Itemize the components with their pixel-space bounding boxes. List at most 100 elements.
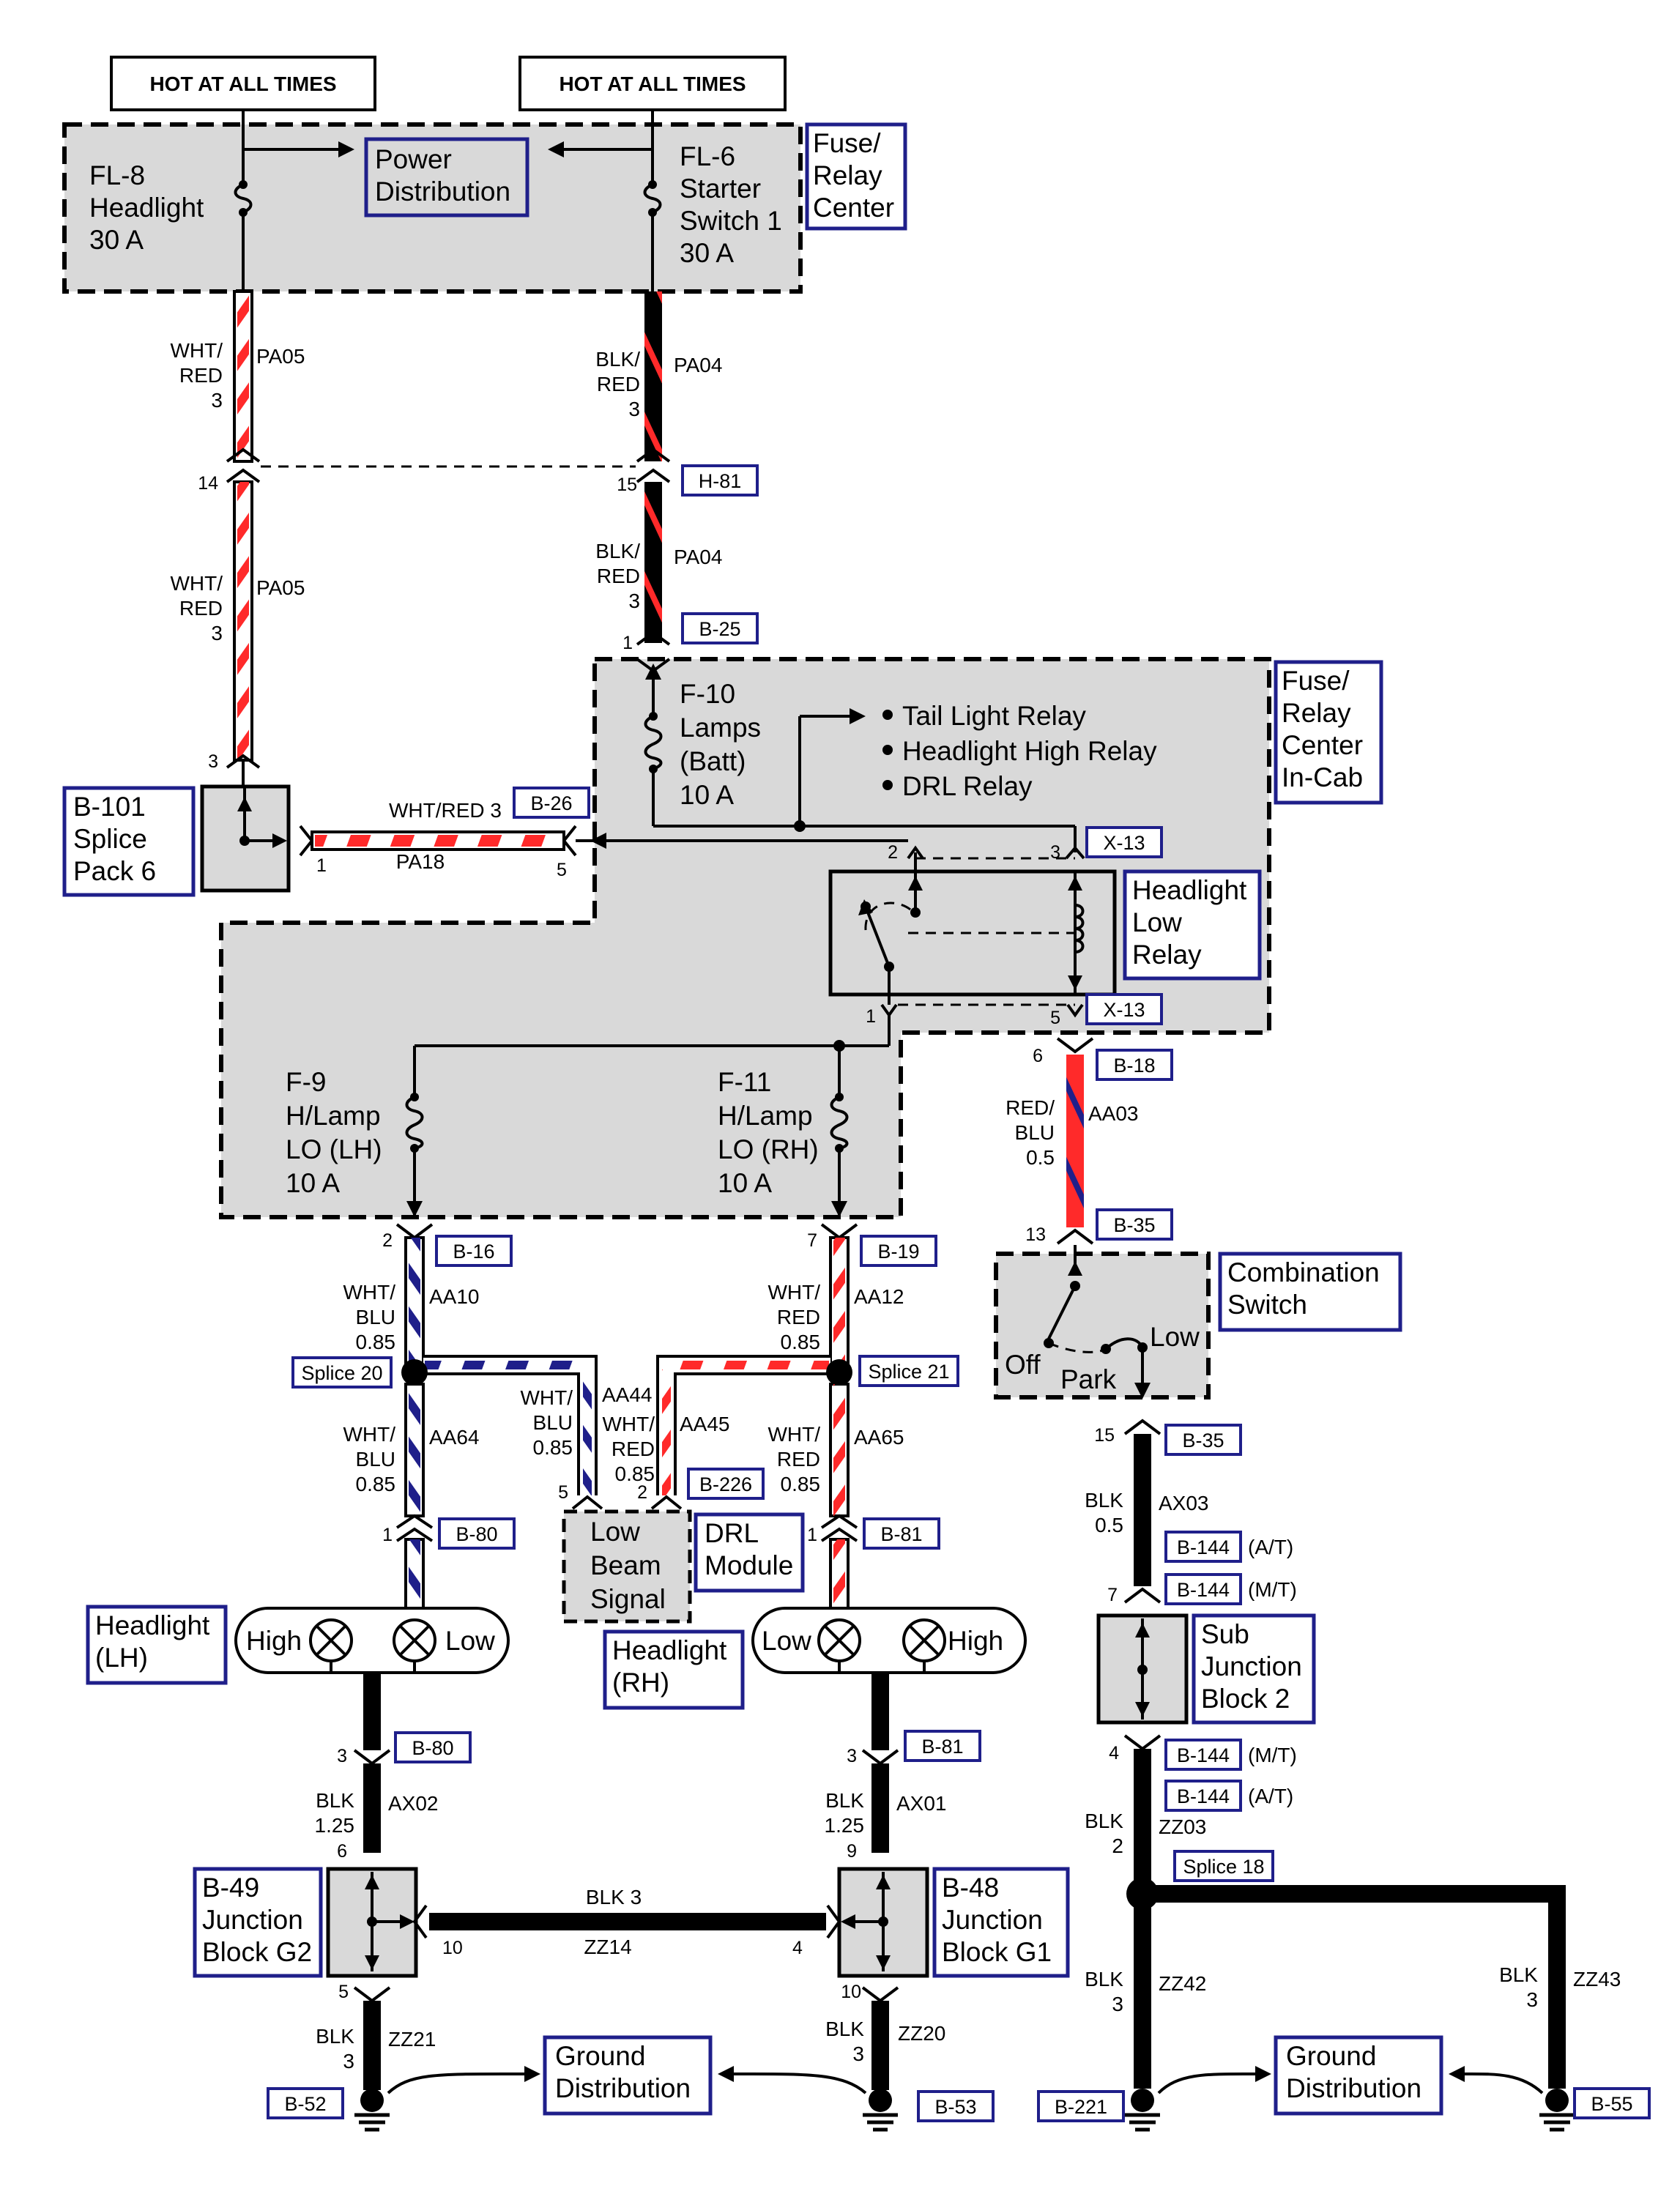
- svg-text:3: 3: [1112, 1993, 1123, 2015]
- svg-text:PA04: PA04: [674, 546, 722, 568]
- svg-text:Headlight: Headlight: [612, 1635, 727, 1665]
- low-beam-signal-box[interactable]: Low Beam Signal: [562, 1509, 692, 1624]
- svg-text:B-35: B-35: [1182, 1430, 1224, 1451]
- connector-b80a[interactable]: B-80: [438, 1517, 516, 1550]
- svg-text:Pack 6: Pack 6: [73, 856, 156, 886]
- svg-text:B-49: B-49: [202, 1873, 259, 1903]
- ground-icon: [1539, 2089, 1575, 2132]
- wire-label-pa04a: BLK/ RED 3 PA04: [595, 348, 722, 420]
- connector-note: (M/T): [1248, 1744, 1297, 1766]
- connector-x13a[interactable]: X-13: [1085, 826, 1163, 858]
- wire-zz42: [1134, 1894, 1151, 2089]
- connector-b18[interactable]: B-18: [1096, 1049, 1173, 1081]
- connector-b144c[interactable]: B-144: [1164, 1739, 1242, 1771]
- connector-b53[interactable]: B-53: [917, 2090, 995, 2122]
- connector-b52[interactable]: B-52: [267, 2087, 344, 2119]
- svg-text:RED: RED: [612, 1438, 655, 1460]
- pin-number: 2: [382, 1230, 393, 1251]
- connector-b19[interactable]: B-19: [860, 1235, 937, 1267]
- connector-b81b[interactable]: B-81: [904, 1730, 981, 1762]
- svg-text:B-80: B-80: [412, 1737, 453, 1759]
- connector-x13b[interactable]: X-13: [1085, 993, 1163, 1025]
- sub-junction-block[interactable]: [1096, 1613, 1189, 1725]
- svg-text:AA45: AA45: [680, 1413, 730, 1435]
- pin-number: 6: [1033, 1046, 1043, 1066]
- connector-b25[interactable]: B-25: [681, 612, 759, 644]
- wire-label-aa65: WHT/ RED 0.85 AA65: [767, 1423, 904, 1495]
- junction-block-g1[interactable]: [837, 1867, 929, 1978]
- fuse-icon: [405, 1093, 424, 1153]
- connector-b26[interactable]: B-26: [513, 787, 590, 819]
- connector-b144d[interactable]: B-144: [1164, 1780, 1242, 1812]
- svg-text:Splice: Splice: [73, 824, 147, 854]
- pin-number: 13: [1025, 1224, 1046, 1245]
- arrow-right-icon: [272, 833, 287, 848]
- connector-h81[interactable]: H-81: [681, 464, 759, 497]
- sub-junction-label: Sub Junction Block 2: [1192, 1613, 1316, 1725]
- svg-text:B-48: B-48: [942, 1873, 999, 1903]
- connector-b81a[interactable]: B-81: [863, 1517, 940, 1550]
- svg-text:30 A: 30 A: [89, 225, 144, 255]
- connector-b221[interactable]: B-221: [1037, 2090, 1125, 2122]
- arrow-up-icon: [237, 797, 252, 811]
- wire-aa64: [404, 1383, 425, 1621]
- svg-text:0.85: 0.85: [356, 1473, 396, 1495]
- headlight-rh[interactable]: Low High: [751, 1607, 1027, 1674]
- arrow-down-icon: [406, 1201, 423, 1217]
- wire-label-aa44: WHT/ BLU 0.85 AA44: [520, 1383, 652, 1459]
- junction-block-g2[interactable]: [326, 1867, 418, 1978]
- headlight-low-relay[interactable]: [828, 852, 1117, 1006]
- ground-distribution-right[interactable]: Ground Distribution: [1274, 2035, 1443, 2116]
- svg-text:B-144: B-144: [1177, 1744, 1230, 1766]
- wire-label-pa05b: WHT/ RED 3 PA05: [170, 572, 305, 644]
- connector-b35a[interactable]: B-35: [1096, 1208, 1173, 1241]
- splice-20-dot: [401, 1359, 428, 1386]
- svg-text:FL-6: FL-6: [680, 141, 735, 171]
- svg-text:X-13: X-13: [1103, 999, 1145, 1021]
- power-distribution-box[interactable]: Power Distribution: [364, 137, 529, 218]
- f11-fuse-label: F-11 H/Lamp LO (RH) 10 A: [718, 1067, 819, 1198]
- wire-label-zz42: BLK 3 ZZ42: [1085, 1968, 1206, 2015]
- svg-text:ZZ14: ZZ14: [584, 1936, 631, 1958]
- pin-number: 5: [1050, 1008, 1060, 1028]
- bullet-icon: [882, 745, 893, 755]
- connector-splice21[interactable]: Splice 21: [858, 1355, 959, 1387]
- svg-text:Fuse/: Fuse/: [1282, 666, 1350, 696]
- svg-text:B-144: B-144: [1177, 1536, 1230, 1558]
- connector-b35b[interactable]: B-35: [1164, 1424, 1242, 1456]
- svg-text:(Batt): (Batt): [680, 746, 746, 776]
- svg-text:0.85: 0.85: [781, 1473, 821, 1495]
- arrow-up-icon: [645, 663, 661, 680]
- connector-note: (M/T): [1248, 1578, 1297, 1601]
- svg-text:3: 3: [211, 389, 223, 412]
- svg-text:Block G1: Block G1: [942, 1937, 1052, 1967]
- connector-b144b[interactable]: B-144: [1164, 1573, 1242, 1605]
- svg-text:B-35: B-35: [1113, 1214, 1155, 1236]
- svg-text:Beam: Beam: [590, 1550, 661, 1580]
- connector-splice18[interactable]: Splice 18: [1173, 1850, 1274, 1882]
- pin-number: 10: [442, 1938, 463, 1958]
- svg-text:1.25: 1.25: [315, 1814, 355, 1837]
- pin-number: 14: [198, 473, 218, 494]
- svg-text:Junction: Junction: [202, 1905, 303, 1935]
- hot-at-all-times-right: HOT AT ALL TIMES: [519, 56, 787, 111]
- connector-b16[interactable]: B-16: [435, 1235, 513, 1267]
- connector-splice20[interactable]: Splice 20: [291, 1356, 393, 1389]
- svg-text:Signal: Signal: [590, 1584, 666, 1614]
- bottom-connector-symbols: [353, 1986, 899, 2003]
- connector-b226[interactable]: B-226: [687, 1468, 765, 1500]
- combination-switch[interactable]: Off Park Low: [1005, 1245, 1200, 1399]
- svg-text:B-26: B-26: [530, 792, 572, 814]
- wire-ax03: [1134, 1434, 1151, 1586]
- svg-text:AA64: AA64: [429, 1426, 480, 1449]
- svg-text:WHT/: WHT/: [170, 572, 223, 595]
- fuse-relay-center-label: Fuse/ Relay Center: [805, 122, 907, 231]
- connector-b144a[interactable]: B-144: [1164, 1531, 1242, 1563]
- svg-text:Block 2: Block 2: [1201, 1684, 1290, 1714]
- ground-distribution-left[interactable]: Ground Distribution: [543, 2035, 713, 2116]
- headlight-lh[interactable]: High Low: [234, 1607, 510, 1674]
- connector-b55[interactable]: B-55: [1573, 2087, 1651, 2119]
- connector-b80b[interactable]: B-80: [394, 1731, 472, 1763]
- splice-pack-b101[interactable]: [200, 784, 291, 893]
- svg-text:Switch 1: Switch 1: [680, 206, 782, 236]
